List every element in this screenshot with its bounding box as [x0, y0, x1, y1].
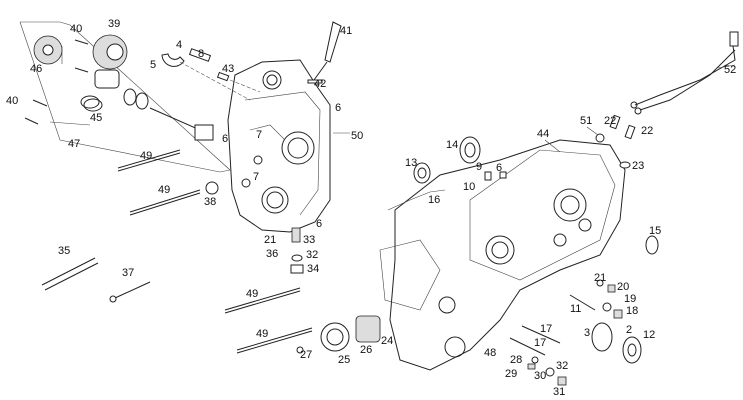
callout-27: 27: [300, 349, 312, 361]
sensor-wire: [630, 31, 739, 115]
callout-46: 46: [30, 63, 42, 75]
callout-16: 16: [428, 194, 440, 206]
oil-pump-group: [19, 21, 231, 173]
callout-14: 14: [446, 139, 458, 151]
callout-5: 5: [150, 59, 156, 71]
callout-49d: 49: [256, 328, 268, 340]
callout-13: 13: [405, 157, 417, 169]
callout-37: 37: [122, 267, 134, 279]
callout-8: 8: [198, 48, 204, 60]
callout-10: 10: [463, 181, 475, 193]
callout-28: 28: [510, 354, 522, 366]
callout-17: 17: [540, 323, 552, 335]
callout-6: 6: [335, 102, 341, 114]
callout-6c: 6: [316, 218, 322, 230]
callout-42: 42: [314, 78, 326, 90]
callout-30: 30: [534, 370, 546, 382]
callout-18: 18: [626, 305, 638, 317]
callout-20: 20: [617, 281, 629, 293]
callout-41: 41: [340, 25, 352, 37]
filter-and-cover: [296, 315, 381, 354]
callout-34: 34: [307, 263, 319, 275]
callout-51: 51: [580, 115, 592, 127]
callout-52: 52: [724, 64, 736, 76]
callout-29: 29: [505, 368, 517, 380]
callout-21b: 21: [594, 272, 606, 284]
callout-labels: 40 39 46 4 5 8 43 41 42 40 45 47 6 7 6 5…: [6, 18, 736, 398]
callout-2: 2: [626, 324, 632, 336]
callout-12: 12: [643, 329, 655, 341]
callout-6d: 6: [496, 162, 502, 174]
callout-49c: 49: [246, 288, 258, 300]
callout-38: 38: [204, 196, 216, 208]
callout-44: 44: [537, 128, 549, 140]
callout-43: 43: [222, 63, 234, 75]
callout-40: 40: [70, 23, 82, 35]
callout-17b: 17: [534, 337, 546, 349]
callout-48: 48: [484, 347, 496, 359]
spring-and-drain-plug: [205, 181, 304, 274]
callout-22b: 22: [641, 125, 653, 137]
callout-24: 24: [381, 335, 393, 347]
callout-15: 15: [649, 225, 661, 237]
bearings-and-seals: [387, 114, 659, 386]
callout-21: 21: [264, 234, 276, 246]
callout-31: 31: [553, 386, 565, 398]
callout-23: 23: [632, 160, 644, 172]
callout-7b: 7: [253, 171, 259, 183]
callout-11: 11: [570, 303, 581, 315]
callout-45: 45: [90, 112, 102, 124]
callout-47: 47: [68, 138, 80, 150]
callout-36: 36: [266, 248, 278, 260]
callout-32b: 32: [556, 360, 568, 372]
studs: [41, 149, 313, 354]
callout-50: 50: [351, 130, 363, 142]
callout-26: 26: [360, 344, 372, 356]
leader-lines: [49, 64, 736, 153]
callout-3: 3: [584, 327, 590, 339]
callout-33: 33: [303, 234, 315, 246]
callout-4: 4: [176, 39, 182, 51]
callout-19: 19: [624, 293, 636, 305]
callout-49: 49: [140, 150, 152, 162]
bearing-shells-and-pins: [161, 48, 261, 101]
left-crankcase-half: [227, 59, 331, 233]
callout-6b: 6: [222, 133, 228, 145]
right-crankcase-half: [379, 139, 626, 371]
callout-25: 25: [338, 354, 350, 366]
callout-49b: 49: [158, 184, 170, 196]
dipstick: [307, 21, 342, 84]
callout-9: 9: [476, 161, 482, 173]
callout-39: 39: [108, 18, 120, 30]
callout-7: 7: [256, 129, 262, 141]
callout-32: 32: [306, 249, 318, 261]
callout-35: 35: [58, 245, 70, 257]
callout-40b: 40: [6, 95, 18, 107]
callout-22: 22: [604, 115, 616, 127]
